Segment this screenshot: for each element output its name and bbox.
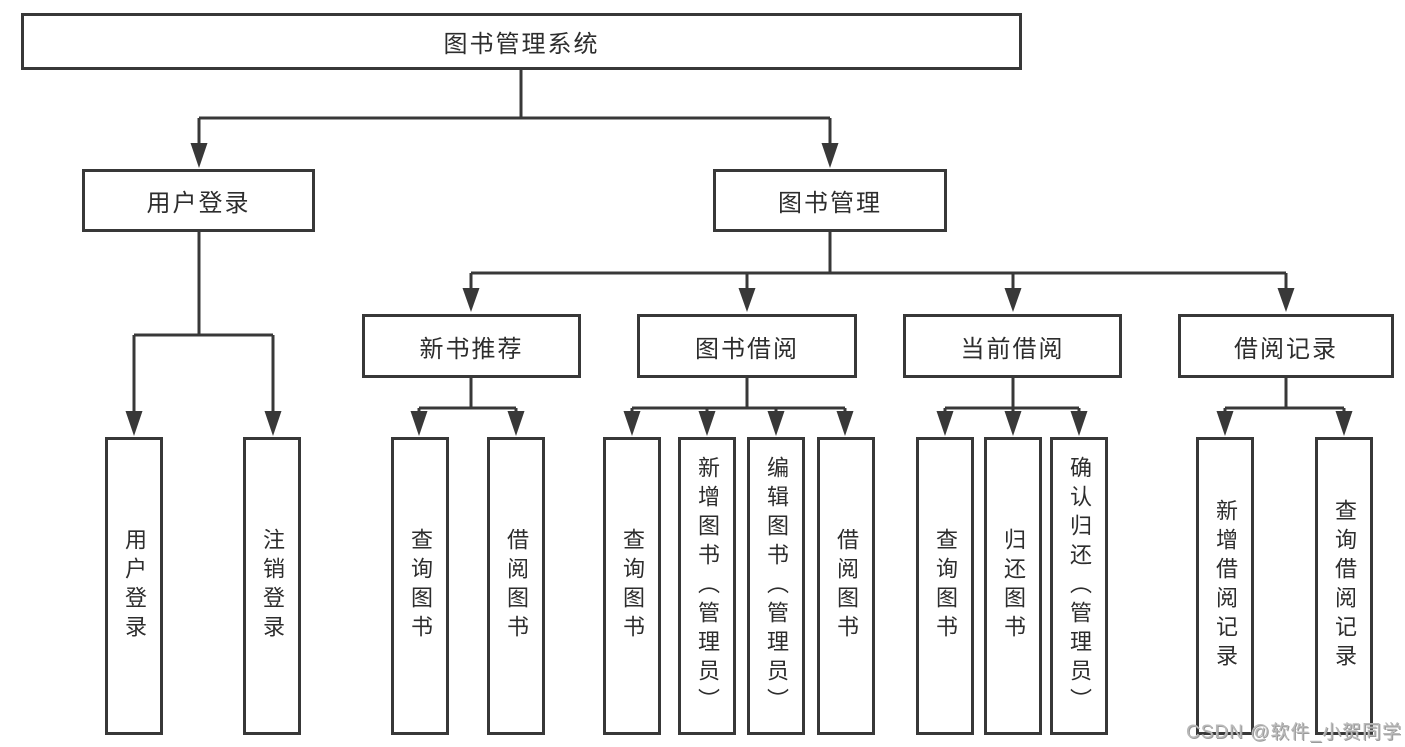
node-label: 查询借阅记录 [1332, 499, 1357, 673]
leaf-query-book-borrowing: 查询图书 [603, 437, 661, 735]
leaf-user-login: 用户登录 [105, 437, 163, 735]
node-label: 确认归还（管理员） [1067, 455, 1092, 717]
arrowheads-borrowing-records [1216, 411, 1353, 436]
connector-root-to-level2 [197, 70, 832, 144]
node-label: 用户登录 [146, 190, 251, 217]
node-user-login: 用户登录 [82, 169, 315, 232]
leaf-query-borrow-record: 查询借阅记录 [1315, 437, 1373, 735]
arrowheads-level3 [462, 288, 1295, 312]
leaf-add-borrow-record: 新增借阅记录 [1196, 437, 1254, 735]
node-new-book-recommend: 新书推荐 [362, 314, 581, 378]
node-book-borrowing: 图书借阅 [637, 314, 857, 378]
node-label: 借阅图书 [834, 528, 859, 644]
node-label: 归还图书 [1001, 528, 1026, 644]
leaf-query-book-recommend: 查询图书 [391, 437, 449, 735]
node-label: 查询图书 [933, 528, 958, 644]
leaf-borrow-book-recommend: 借阅图书 [487, 437, 545, 735]
arrowheads-root-to-level2 [190, 143, 839, 168]
node-label: 注销登录 [260, 528, 285, 644]
leaf-query-book-current: 查询图书 [916, 437, 974, 735]
node-label: 借阅图书 [504, 528, 529, 644]
node-library-management-system: 图书管理系统 [21, 13, 1022, 70]
node-label: 当前借阅 [960, 335, 1065, 363]
connector-user-login-to-leaves [132, 232, 275, 411]
node-book-management: 图书管理 [713, 169, 947, 232]
leaf-return-book: 归还图书 [984, 437, 1042, 735]
node-label: 新书推荐 [419, 335, 524, 363]
node-current-borrowing: 当前借阅 [903, 314, 1122, 378]
node-label: 用户登录 [122, 528, 147, 644]
node-label: 新增借阅记录 [1213, 499, 1238, 673]
node-label: 查询图书 [620, 528, 645, 644]
connector-current-borrowing-to-leaves [943, 378, 1081, 411]
connector-book-management-to-level3 [469, 232, 1288, 288]
connector-new-book-recommend-to-leaves [417, 378, 518, 411]
leaf-edit-book-admin: 编辑图书（管理员） [747, 437, 805, 735]
leaf-confirm-return-admin: 确认归还（管理员） [1050, 437, 1108, 735]
csdn-watermark: CSDN @软件_小贺同学 [1186, 722, 1402, 743]
arrowheads-book-borrowing [623, 411, 854, 436]
arrowheads-new-book-recommend [410, 411, 525, 436]
leaf-logout: 注销登录 [243, 437, 301, 735]
node-label: 图书管理 [778, 190, 882, 217]
arrowheads-user-login-leaves [125, 411, 282, 436]
leaf-add-book-admin: 新增图书（管理员） [678, 437, 736, 735]
node-borrowing-records: 借阅记录 [1178, 314, 1394, 378]
arrowheads-current-borrowing [936, 411, 1088, 436]
node-label: 新增图书（管理员） [695, 455, 720, 717]
node-label: 编辑图书（管理员） [764, 455, 789, 717]
connector-borrowing-records-to-leaves [1223, 378, 1346, 411]
connector-book-borrowing-to-leaves [630, 378, 847, 411]
node-label: 查询图书 [408, 528, 433, 644]
node-label: 图书管理系统 [443, 31, 600, 58]
node-label: 图书借阅 [695, 335, 799, 363]
node-label: 借阅记录 [1234, 335, 1338, 363]
leaf-borrow-book: 借阅图书 [817, 437, 875, 735]
